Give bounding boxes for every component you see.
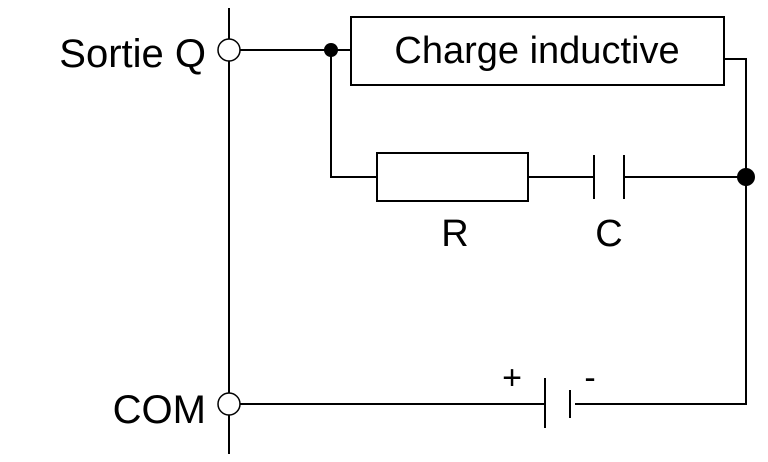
right-return-wire	[575, 58, 747, 405]
supply-minus-label: -	[584, 359, 595, 397]
output-terminal	[217, 38, 241, 62]
common-terminal-label: COM	[113, 388, 206, 432]
junction-dot-right	[737, 168, 755, 186]
junction-dot-top	[324, 43, 338, 57]
inductive-load-label: Charge inductive	[394, 30, 679, 72]
resistor-symbol	[376, 152, 529, 202]
common-terminal	[217, 392, 241, 416]
supply-plus-label: +	[502, 359, 522, 397]
rc-branch-left-wire	[330, 50, 377, 178]
inductive-load-box	[350, 16, 725, 86]
capacitor-label: C	[595, 213, 622, 255]
resistor-label: R	[441, 213, 468, 255]
output-terminal-label: Sortie Q	[59, 32, 206, 76]
